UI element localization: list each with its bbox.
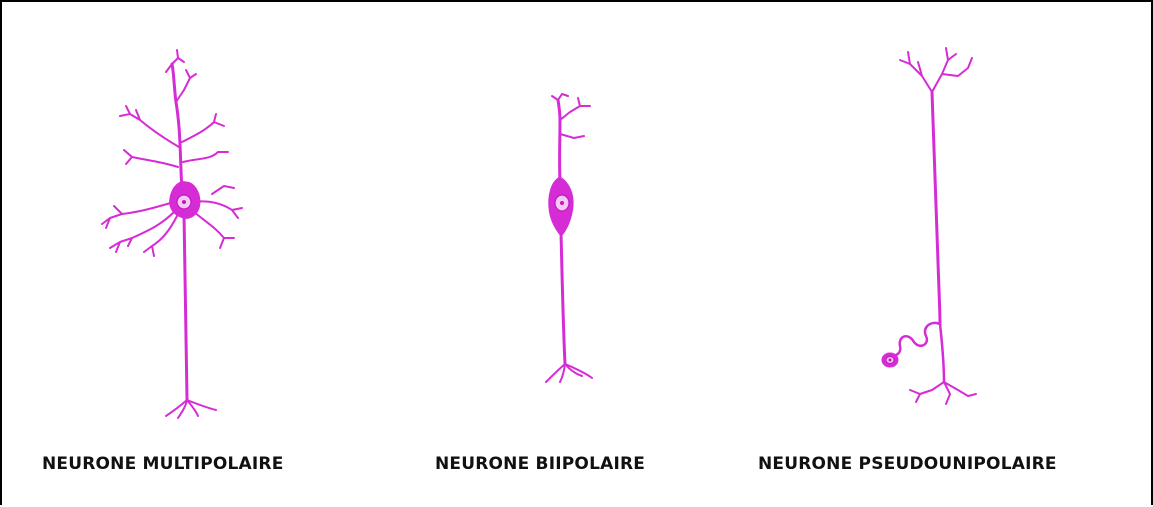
- label-bipolar: NEURONE BIIPOLAIRE: [435, 454, 645, 474]
- label-pseudounipolar: NEURONE PSEUDOUNIPOLAIRE: [758, 454, 1057, 474]
- bipolar-neuron-drawing: [546, 94, 592, 382]
- multipolar-neuron-drawing: [102, 50, 242, 418]
- label-multipolar: NEURONE MULTIPOLAIRE: [42, 454, 284, 474]
- pseudounipolar-neuron-drawing: [882, 48, 976, 404]
